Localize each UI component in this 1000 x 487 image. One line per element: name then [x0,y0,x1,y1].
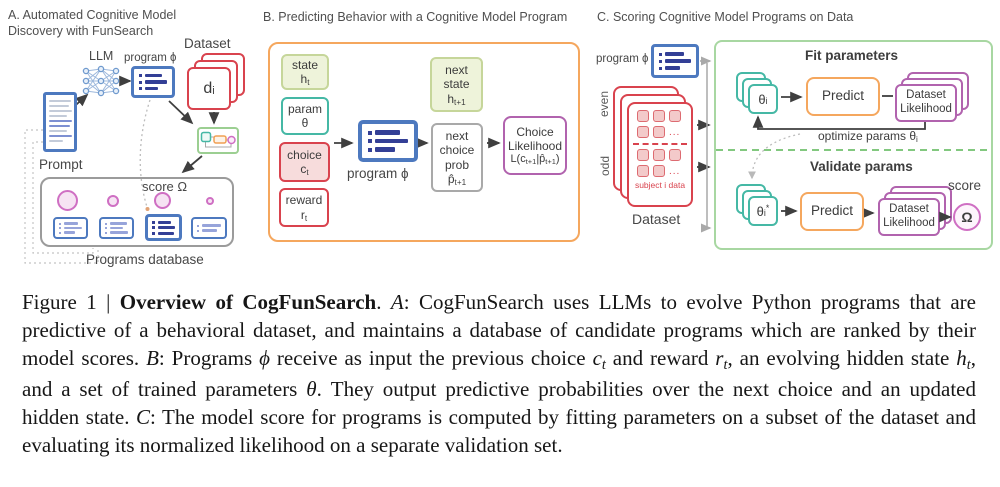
panel-c-program-label: program ϕ [596,53,649,65]
panel-c-title: C. Scoring Cognitive Model Programs on D… [597,10,854,24]
reward-symbol: rt [300,207,308,223]
next-choice-prob-box: next choice prob p̂t+1 [431,123,483,192]
fit-likelihood-word2: Likelihood [900,103,952,115]
db-program-icon-3-highlighted [145,214,182,241]
llm-network-icon [82,65,120,97]
likelihood-formula: L(ct+1|p̂t+1) [510,153,560,167]
connector-lines [67,56,991,233]
odd-trials-row1 [629,149,691,161]
arrow-eval-to-database [181,155,203,174]
panel-a-title-line2: Discovery with FunSearch [8,24,154,38]
state-symbol: ht [300,72,310,88]
programs-database-label: Programs database [86,252,204,267]
even-trials-row2: ... [629,126,691,138]
next-choice-word2: choice [439,143,475,158]
param-symbol: θ [301,116,309,130]
fit-predict-label: Predict [821,88,865,104]
prompt-document-icon [43,92,77,152]
choice-word: choice [287,147,322,162]
reward-word: reward [285,193,323,208]
next-state-word2: state [443,77,470,92]
score-omega-circle: Ω [953,203,981,231]
state-word: state [291,57,318,72]
fit-likelihood-front: Dataset Likelihood [895,84,957,122]
panel-a-title-line1: A. Automated Cognitive Model [8,8,177,22]
evaluation-pipeline-icon [197,127,239,154]
score-label: score [948,178,982,193]
val-predict-label: Predict [810,203,854,219]
panel-b-title: B. Predicting Behavior with a Cognitive … [263,10,568,24]
prompt-label: Prompt [39,157,83,172]
odd-trials-row2: ... [629,165,691,177]
next-choice-symbol: p̂t+1 [447,171,467,187]
next-state-symbol: ht+1 [447,91,466,107]
param-word: param [287,101,322,116]
panel-c-dataset-label: Dataset [632,211,681,227]
score-circle-2 [107,195,119,207]
param-input-box: param θ [281,97,329,135]
db-program-icon-2 [99,217,134,239]
even-trials-row1 [629,110,691,122]
fit-parameters-title: Fit parameters [805,48,899,63]
figure-caption: Figure 1 | Overview of CogFunSearch. A: … [22,290,977,457]
fit-predict-box: Predict [806,77,880,116]
val-predict-box: Predict [800,192,864,231]
panel-a-dataset-label: Dataset [184,36,231,51]
arrow-optimize-feedback [752,115,926,130]
next-choice-word1: next [445,128,469,143]
next-choice-word3: prob [444,157,470,172]
choice-input-box: choice ct [279,142,330,182]
next-state-box: next state ht+1 [430,57,483,112]
score-circle-1 [57,190,78,211]
subject-card-front: ... ... subject i data [627,102,693,207]
arrow-program-to-eval [168,100,194,125]
panel-c-program-icon [651,44,699,78]
validate-params-title: Validate params [810,159,913,174]
db-program-icon-4 [191,217,227,239]
even-split-label: even [597,90,611,118]
score-circle-4 [206,197,214,205]
panel-a-program-icon [131,66,175,98]
likelihood-word1: Choice [516,124,554,139]
choice-symbol: ct [300,162,309,178]
panel-b-program-icon [358,120,418,162]
even-ellipsis: ... [669,127,681,138]
even-odd-divider [633,143,687,145]
panel-b-program-label: program ϕ [347,166,409,181]
llm-label: LLM [89,49,114,63]
state-input-box: state ht [281,54,329,90]
db-program-icon-1 [53,217,88,239]
score-circle-3 [154,192,171,209]
subject-data-label: subject i data [634,180,686,190]
reward-input-box: reward rt [279,188,329,227]
optimize-params-label: optimize params θi [818,129,918,145]
next-state-word1: next [445,62,468,77]
val-likelihood-word2: Likelihood [883,217,935,229]
val-likelihood-front: Dataset Likelihood [878,198,940,236]
odd-ellipsis: ... [669,166,681,177]
fit-likelihood-word1: Dataset [906,89,946,102]
val-likelihood-word1: Dataset [889,203,929,216]
likelihood-word2: Likelihood [507,138,563,153]
gray-line-program-down [701,63,712,233]
choice-likelihood-box: Choice Likelihood L(ct+1|p̂t+1) [503,116,567,175]
panel-a-program-label: program ϕ [124,52,177,64]
odd-split-label: odd [598,155,612,177]
score-omega-label: score Ω [142,179,188,194]
